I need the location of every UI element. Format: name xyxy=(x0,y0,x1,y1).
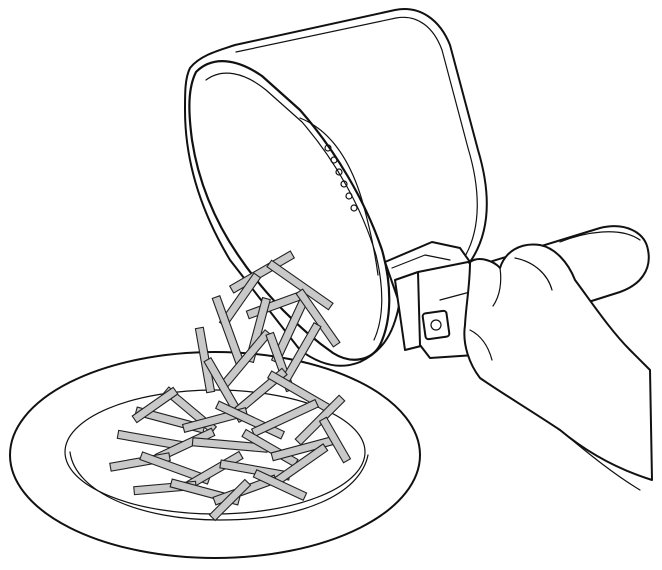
fry xyxy=(266,259,334,311)
fry xyxy=(318,416,352,464)
fry xyxy=(131,386,179,424)
fry xyxy=(139,451,211,485)
fry xyxy=(252,469,308,501)
plate xyxy=(9,351,421,559)
basket-vent-holes xyxy=(324,144,358,212)
fry xyxy=(208,478,252,522)
fry xyxy=(250,398,320,438)
release-button xyxy=(430,319,442,331)
fry xyxy=(228,250,296,294)
fries-group xyxy=(109,250,352,522)
fry xyxy=(295,288,341,348)
hand xyxy=(463,243,653,491)
